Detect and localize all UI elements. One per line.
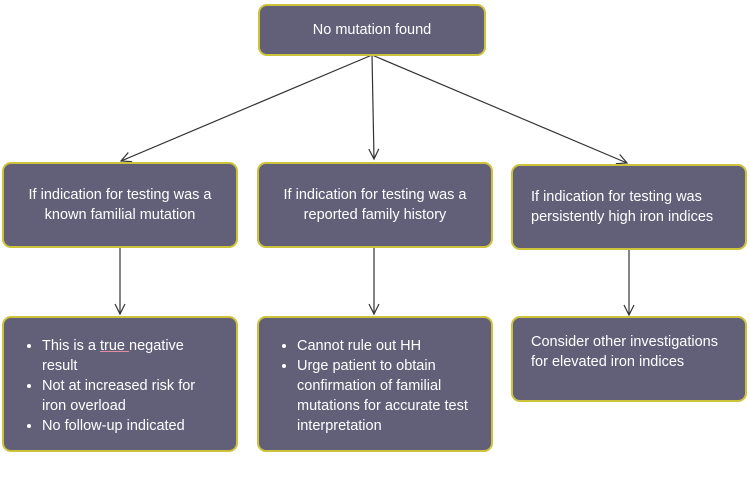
root-node: No mutation found bbox=[258, 4, 486, 56]
arrow-root-to-branch-1 bbox=[119, 54, 373, 163]
outcome-bullet-list: Cannot rule out HH Urge patient to obtai… bbox=[273, 336, 477, 436]
outcome-bullet-list: This is a true negative result Not at in… bbox=[18, 336, 222, 436]
outcome-bullet: No follow-up indicated bbox=[42, 416, 222, 436]
outcome-bullet: This is a true negative result bbox=[42, 336, 222, 376]
condition-label: If indication for testing was a reported… bbox=[283, 187, 467, 223]
arrow-root-to-branch-3 bbox=[371, 54, 629, 165]
condition-label: If indication for testing was a known fa… bbox=[28, 187, 212, 223]
outcome-node-true-negative: This is a true negative result Not at in… bbox=[2, 316, 238, 452]
condition-node-family-history: If indication for testing was a reported… bbox=[257, 162, 493, 248]
underlined-word: true bbox=[100, 338, 130, 354]
outcome-bullet: Cannot rule out HH bbox=[297, 336, 477, 356]
outcome-node-other-investigations: Consider other investigations for elevat… bbox=[511, 316, 747, 402]
outcome-node-cannot-rule-out: Cannot rule out HH Urge patient to obtai… bbox=[257, 316, 493, 452]
outcome-bullet: Not at increased risk for iron overload bbox=[42, 376, 222, 416]
condition-label: If indication for testing was persistent… bbox=[531, 189, 714, 225]
condition-node-high-iron: If indication for testing was persistent… bbox=[511, 164, 747, 250]
condition-node-familial-mutation: If indication for testing was a known fa… bbox=[2, 162, 238, 248]
arrow-root-to-branch-2 bbox=[368, 54, 380, 161]
root-label: No mutation found bbox=[312, 22, 432, 38]
outcome-bullet: Urge patient to obtain confirmation of f… bbox=[297, 356, 477, 436]
outcome-label: Consider other investigations for elevat… bbox=[531, 334, 718, 370]
